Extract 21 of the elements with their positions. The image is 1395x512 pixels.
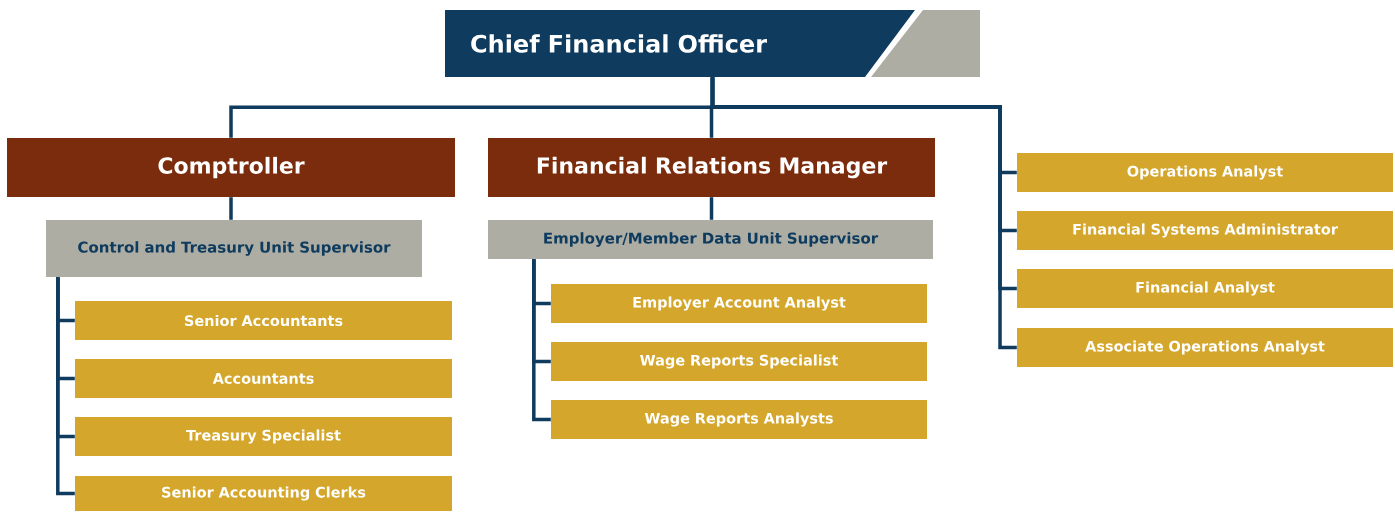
position-box: Wage Reports Specialist [551,342,927,381]
position-box: Operations Analyst [1017,153,1393,192]
position-box: Senior Accountants [75,301,452,340]
connector-line [56,277,75,496]
supervisor-box: Employer/Member Data Unit Supervisor [488,220,933,259]
position-box: Accountants [75,359,452,398]
connector-line [710,77,1017,350]
manager-box: Comptroller [7,138,455,197]
title-box: Chief Financial Officer [445,10,980,77]
position-box: Treasury Specialist [75,417,452,456]
position-box: Financial Analyst [1017,269,1393,308]
position-box: Wage Reports Analysts [551,400,927,439]
supervisor-box: Control and Treasury Unit Supervisor [46,220,422,277]
connector-line [229,197,233,220]
position-box: Associate Operations Analyst [1017,328,1393,367]
position-box: Employer Account Analyst [551,284,927,323]
manager-box: Financial Relations Manager [488,138,935,197]
connector-line [532,259,551,422]
position-box: Financial Systems Administrator [1017,211,1393,250]
connector-line [709,197,714,220]
position-box: Senior Accounting Clerks [75,476,452,511]
